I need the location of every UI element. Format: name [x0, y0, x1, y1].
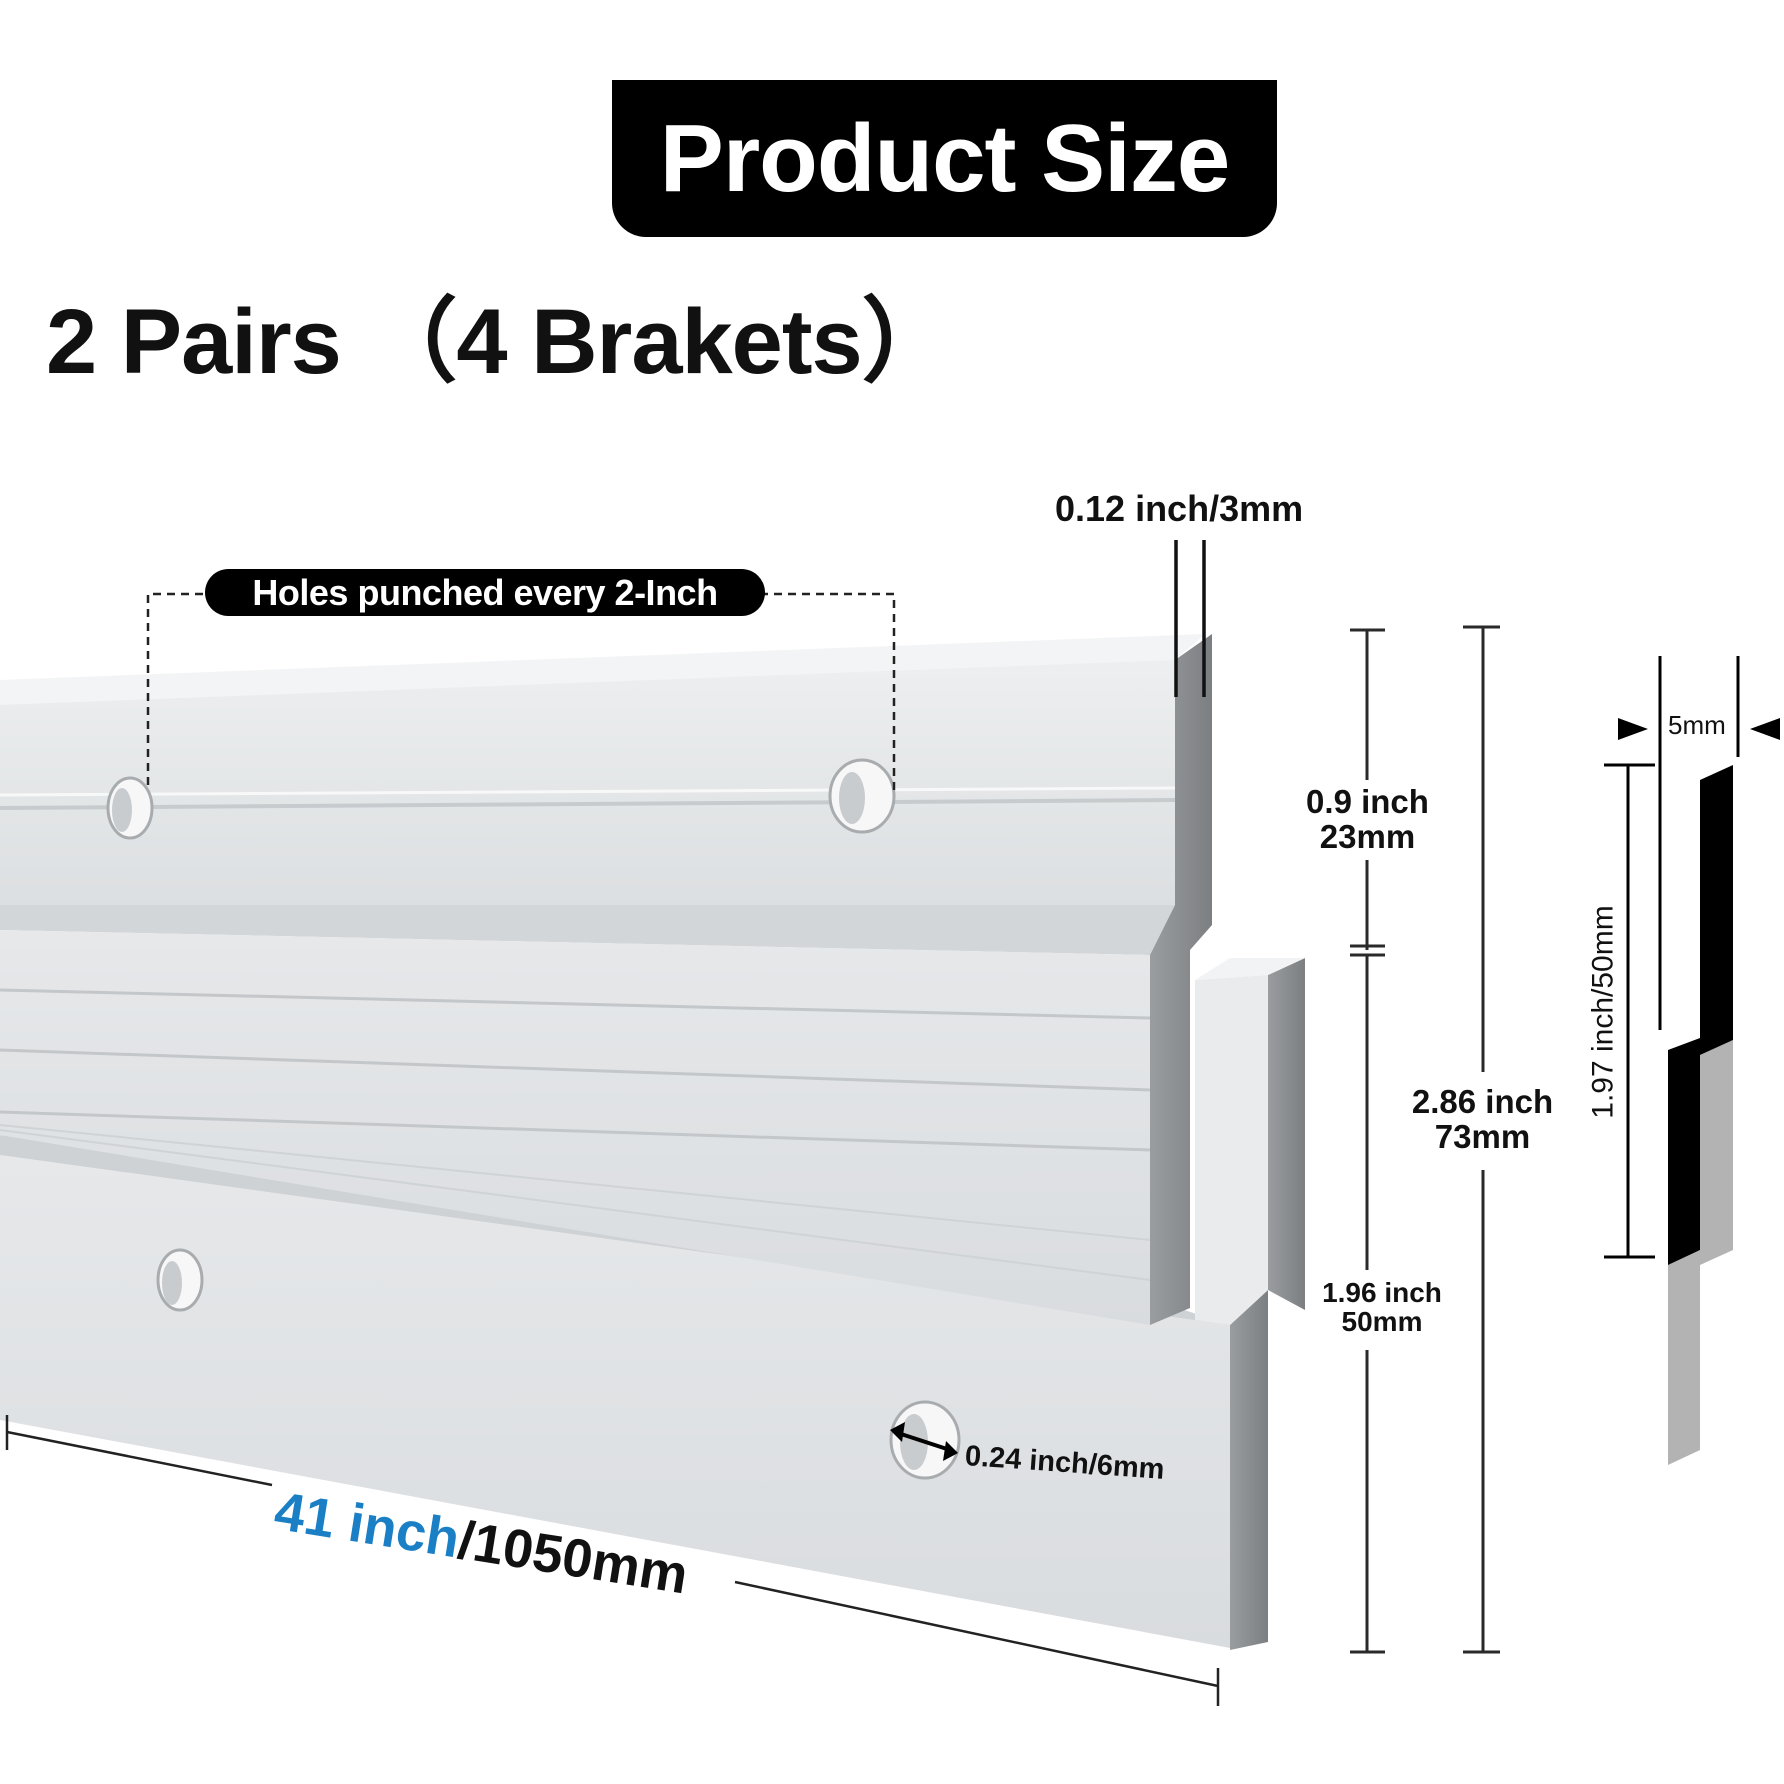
total-height-label: 2.86 inch 73mm: [1395, 1083, 1570, 1155]
profile-height-label: 1.97 inch/50mm: [1586, 905, 1620, 1119]
lower-height-label: 1.96 inch 50mm: [1312, 1278, 1452, 1337]
upper-height-label: 0.9 inch 23mm: [1295, 783, 1440, 855]
total-height-inch: 2.86 inch: [1411, 1083, 1554, 1120]
thickness-label: 0.12 inch/3mm: [1055, 488, 1304, 529]
total-height-dimension: [1463, 625, 1500, 1654]
upper-rail: [0, 634, 1212, 1325]
arrow-right-icon: [1618, 718, 1648, 740]
length-dimension: [5, 1415, 1220, 1706]
product-size-title-banner: Product Size: [612, 80, 1277, 237]
upper-height-mm: 23mm: [1319, 817, 1416, 855]
thickness-dimension: [1174, 540, 1206, 697]
lower-height-mm: 50mm: [1341, 1306, 1423, 1338]
page-title: Product Size: [659, 104, 1230, 212]
profile-offset-label: 5mm: [1668, 710, 1726, 740]
arrow-left-icon: [1750, 718, 1780, 740]
profile-cross-section-diagram: [1604, 656, 1780, 1465]
hole-diameter-arrow-icon: [890, 1422, 958, 1461]
upper-height-inch: 0.9 inch: [1306, 783, 1429, 820]
upper-lower-height-dimension: [1350, 628, 1385, 1654]
holes-spacing-badge: Holes punched every 2-Inch: [205, 569, 765, 616]
hole-spacing-dimension: [146, 592, 896, 795]
holes-spacing-label: Holes punched every 2-Inch: [252, 571, 718, 613]
total-height-mm: 73mm: [1434, 1117, 1531, 1155]
pairs-count-heading: 2 Pairs （4 Brakets）: [46, 291, 954, 393]
lower-height-inch: 1.96 inch: [1322, 1277, 1442, 1308]
